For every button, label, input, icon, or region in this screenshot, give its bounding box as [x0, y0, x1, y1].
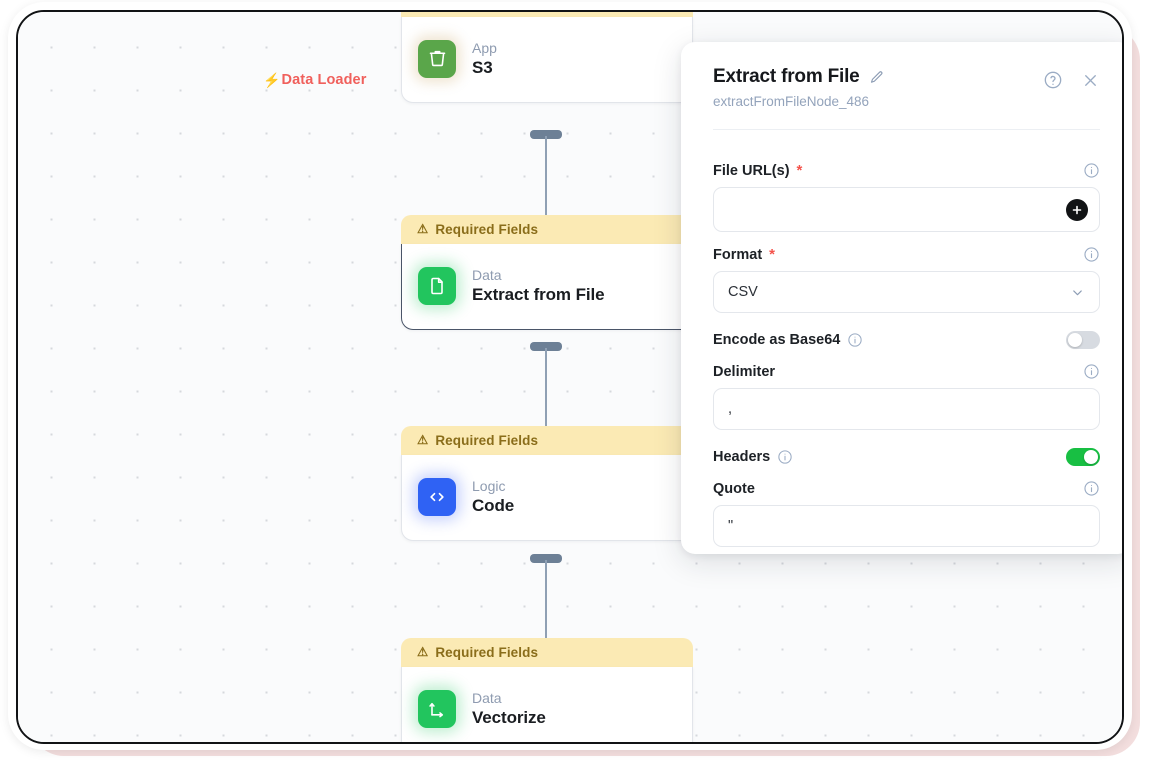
delimiter-value: , — [728, 401, 733, 417]
quote-value: " — [728, 518, 734, 534]
toggle-knob — [1068, 333, 1082, 347]
info-icon[interactable] — [1083, 363, 1100, 380]
node-warning-text: Required Fields — [435, 645, 539, 660]
flow-node-vectorize[interactable]: ⚠ Required Fields Data Vectorize — [401, 638, 693, 742]
node-warning-badge: ⚠ Required Fields — [401, 426, 693, 455]
info-icon[interactable] — [1083, 162, 1100, 179]
field-label: Delimiter — [713, 364, 775, 380]
field-label-text: Format — [713, 246, 763, 263]
lightning-bolt-icon: ⚡ — [263, 72, 281, 88]
field-format-label-row: Format * — [713, 246, 1100, 263]
field-label: Encode as Base64 — [713, 332, 863, 348]
info-icon[interactable] — [847, 332, 863, 348]
field-label-text: File URL(s) — [713, 162, 790, 179]
code-brackets-icon — [418, 477, 456, 516]
vector-axes-icon — [418, 689, 456, 728]
panel-title: Extract from File — [713, 66, 884, 88]
node-settings-panel: Extract from File extractFromFileNode_48… — [681, 42, 1122, 554]
file-urls-input[interactable] — [713, 187, 1100, 232]
node-kind: Logic — [472, 477, 506, 494]
field-label: Format * — [713, 247, 775, 263]
panel-actions — [1043, 66, 1100, 90]
flow-node-code[interactable]: ⚠ Required Fields Logic Code — [401, 426, 693, 541]
s3-bucket-icon — [418, 39, 456, 78]
close-icon[interactable] — [1081, 71, 1100, 90]
info-icon[interactable] — [1083, 246, 1100, 263]
field-headers-row: Headers — [713, 448, 1100, 466]
info-icon[interactable] — [777, 449, 793, 465]
node-text: Data Extract from File — [472, 266, 605, 305]
required-asterisk: * — [796, 162, 803, 179]
plus-icon[interactable] — [1066, 198, 1088, 221]
field-label: Quote — [713, 481, 755, 497]
file-icon — [418, 266, 456, 305]
edge-extract-to-code — [545, 348, 547, 430]
encode-base64-toggle[interactable] — [1066, 331, 1100, 349]
field-label-text: Headers — [713, 449, 771, 465]
field-label-text: Quote — [713, 480, 755, 497]
flow-node-s3[interactable]: ⚠ Required Fields App S3 — [401, 12, 693, 103]
panel-title-row: Extract from File extractFromFileNode_48… — [713, 66, 1100, 109]
chevron-down-icon — [1070, 285, 1085, 300]
node-body[interactable]: Data Vectorize — [401, 667, 693, 742]
node-title: Code — [472, 495, 515, 515]
node-warning-badge: ⚠ Required Fields — [401, 638, 693, 667]
required-asterisk: * — [769, 246, 775, 263]
node-kind: Data — [472, 689, 502, 706]
field-delimiter-label-row: Delimiter — [713, 363, 1100, 380]
field-label: Headers — [713, 449, 793, 465]
panel-divider — [713, 129, 1100, 130]
device-screen: ⚡ Data Loader ⚠ Required Fields — [16, 10, 1124, 744]
field-file-urls-label-row: File URL(s) * — [713, 162, 1100, 179]
format-value: CSV — [728, 284, 758, 300]
node-body[interactable]: Logic Code — [401, 455, 693, 541]
field-encode-base64-row: Encode as Base64 — [713, 331, 1100, 349]
warning-triangle-icon: ⚠ — [417, 433, 429, 448]
flow-canvas[interactable]: ⚡ Data Loader ⚠ Required Fields — [18, 12, 1122, 742]
node-title: S3 — [472, 57, 493, 77]
node-title: Extract from File — [472, 284, 605, 304]
help-circle-icon[interactable] — [1043, 70, 1063, 90]
edge-handle[interactable] — [530, 342, 562, 351]
quote-input[interactable]: " — [713, 505, 1100, 547]
pencil-icon[interactable] — [869, 70, 884, 85]
warning-triangle-icon: ⚠ — [417, 645, 429, 660]
node-warning-text: Required Fields — [435, 433, 539, 448]
group-label-data-loader: ⚡ Data Loader — [263, 72, 366, 88]
node-body[interactable]: Data Extract from File — [401, 244, 693, 330]
node-warning-badge: ⚠ Required Fields — [401, 215, 693, 244]
edge-code-to-vectorize — [545, 560, 547, 642]
format-select[interactable]: CSV — [713, 271, 1100, 313]
node-text: Data Vectorize — [472, 690, 546, 728]
node-kind: App — [472, 39, 497, 56]
field-quote-label-row: Quote — [713, 480, 1100, 497]
panel-header: Extract from File extractFromFileNode_48… — [681, 42, 1122, 109]
delimiter-input[interactable]: , — [713, 388, 1100, 430]
panel-subtitle: extractFromFileNode_486 — [713, 94, 870, 109]
panel-title-text: Extract from File — [713, 66, 860, 87]
edge-handle[interactable] — [530, 554, 562, 563]
edge-s3-to-extract — [545, 136, 547, 218]
headers-toggle[interactable] — [1066, 448, 1100, 466]
field-label-text: Encode as Base64 — [713, 332, 841, 348]
node-warning-badge: ⚠ Required Fields — [401, 12, 693, 17]
node-warning-text: Required Fields — [435, 222, 539, 237]
warning-triangle-icon: ⚠ — [417, 222, 429, 237]
edge-handle[interactable] — [530, 130, 562, 139]
node-body[interactable]: App S3 — [401, 17, 693, 103]
node-text: Logic Code — [472, 478, 514, 516]
toggle-knob — [1084, 450, 1098, 464]
flow-node-extract-from-file[interactable]: ⚠ Required Fields Data Extract from File — [401, 215, 693, 330]
panel-body: File URL(s) * — [681, 130, 1122, 547]
node-text: App S3 — [472, 40, 497, 78]
node-kind: Data — [472, 266, 502, 283]
info-icon[interactable] — [1083, 480, 1100, 497]
field-label-text: Delimiter — [713, 363, 776, 380]
node-title: Vectorize — [472, 707, 546, 727]
field-label: File URL(s) * — [713, 163, 802, 179]
group-label-text: Data Loader — [281, 72, 367, 88]
